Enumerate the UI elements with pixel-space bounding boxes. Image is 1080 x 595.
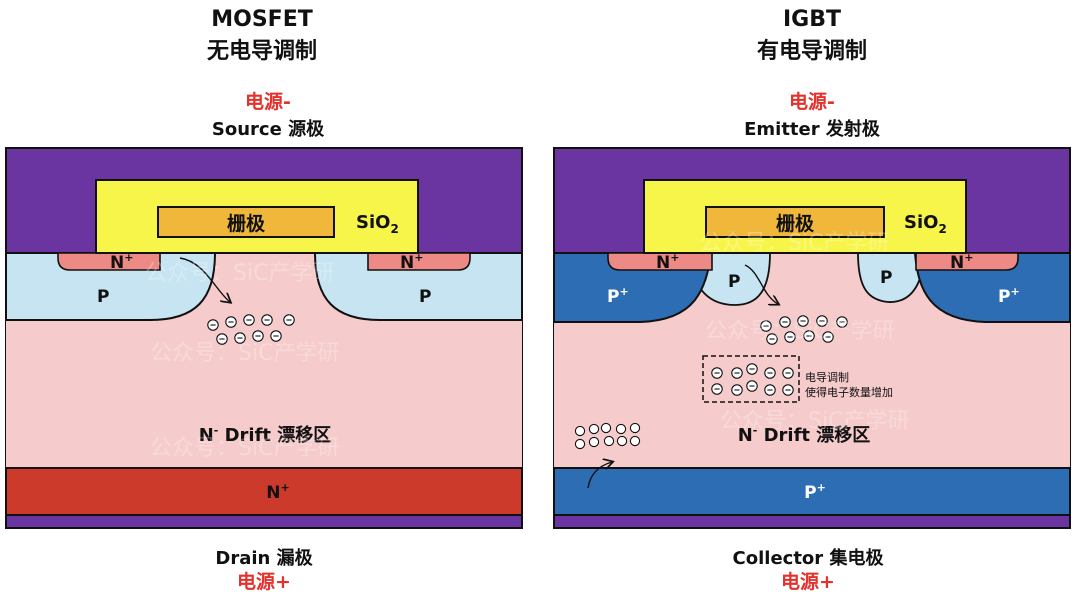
mosfet-p-well-right [313, 252, 523, 321]
igbt-electron-flow-arrow [744, 264, 778, 304]
igbt-n-plus-left [607, 252, 713, 271]
igbt-oxide-label: SiO2 [904, 212, 947, 236]
igbt-drift-label: N- Drift 漂移区 [738, 424, 871, 446]
mosfet-top-power: 电源- [245, 90, 291, 113]
igbt-watermark-1: 公众号：SiC产学研 [700, 231, 889, 256]
mosfet-n-plus-left-label: N+ [110, 251, 133, 273]
igbt-p-plus-left-label: P+ [607, 285, 629, 307]
mosfet-p-right-label: P [419, 287, 431, 307]
igbt-title: IGBT [783, 7, 841, 32]
igbt-modulation-box [702, 355, 800, 403]
igbt-p-left-label: P [728, 272, 740, 292]
igbt-gate [705, 206, 885, 238]
igbt-n-plus-left-label: N+ [656, 251, 679, 273]
igbt-collector-metal [553, 514, 1071, 529]
igbt-emitter-label: Emitter 发射极 [744, 118, 881, 140]
igbt-modulation-note-1: 电导调制 [805, 371, 849, 384]
igbt-subtitle: 有电导调制 [757, 38, 867, 64]
igbt-p-body-right [857, 252, 926, 303]
mosfet-drift-label: N- Drift 漂移区 [199, 424, 332, 446]
igbt-top-power: 电源- [789, 90, 835, 113]
mosfet-title: MOSFET [211, 7, 313, 32]
mosfet-watermark-3: 公众号：SiC产学研 [150, 436, 339, 461]
mosfet-source-label: Source 源极 [212, 118, 325, 140]
mosfet-n-plus-right-label: N+ [400, 251, 423, 273]
mosfet-gate [157, 206, 335, 238]
igbt-watermark-3: 公众号：SiC产学研 [720, 409, 909, 434]
mosfet-subtitle: 无电导调制 [207, 39, 317, 64]
mosfet-panel: MOSFET 无电导调制 电源- Source 源极 栅极 SiO2 N+ N+… [5, 7, 523, 593]
igbt-watermark-2: 公众号：SiC产学研 [705, 319, 894, 344]
igbt-n-plus-right [915, 252, 1019, 271]
igbt-modulation-note-2: 使得电子数量增加 [805, 385, 893, 399]
mosfet-gate-label: 栅极 [227, 212, 266, 235]
mosfet-p-left-label: P [97, 287, 109, 307]
igbt-substrate-label: P+ [804, 481, 826, 503]
igbt-n-plus-right-label: N+ [950, 251, 973, 273]
igbt-p-right-label: P [880, 268, 892, 288]
mosfet-substrate-label: N+ [266, 481, 289, 503]
mosfet-n-plus-left [57, 252, 161, 271]
igbt-p-plus-right-label: P+ [998, 285, 1020, 307]
mosfet-n-plus-substrate [5, 467, 523, 516]
mosfet-bottom-power: 电源+ [237, 570, 291, 593]
mosfet-oxide-label: SiO2 [356, 212, 399, 236]
mosfet-n-plus-right [367, 252, 471, 271]
igbt-collector-label: Collector 集电极 [733, 547, 885, 569]
igbt-gate-label: 栅极 [776, 212, 815, 235]
igbt-injected-holes [574, 422, 641, 450]
igbt-bottom-power: 电源+ [781, 570, 835, 593]
mosfet-drain-label: Drain 漏极 [215, 548, 313, 569]
mosfet-electron-flow-arrow [179, 257, 230, 302]
igbt-hole-injection-arrow [587, 462, 612, 489]
mosfet-watermark-1: 公众号：SiC产学研 [145, 261, 334, 286]
mosfet-watermark-2: 公众号：SiC产学研 [150, 341, 339, 366]
igbt-panel: IGBT 有电导调制 电源- Emitter 发射极 栅极 SiO2 N+ N+… [553, 7, 1071, 593]
mosfet-drain-metal [5, 514, 523, 529]
mosfet-p-well-left [5, 252, 217, 321]
